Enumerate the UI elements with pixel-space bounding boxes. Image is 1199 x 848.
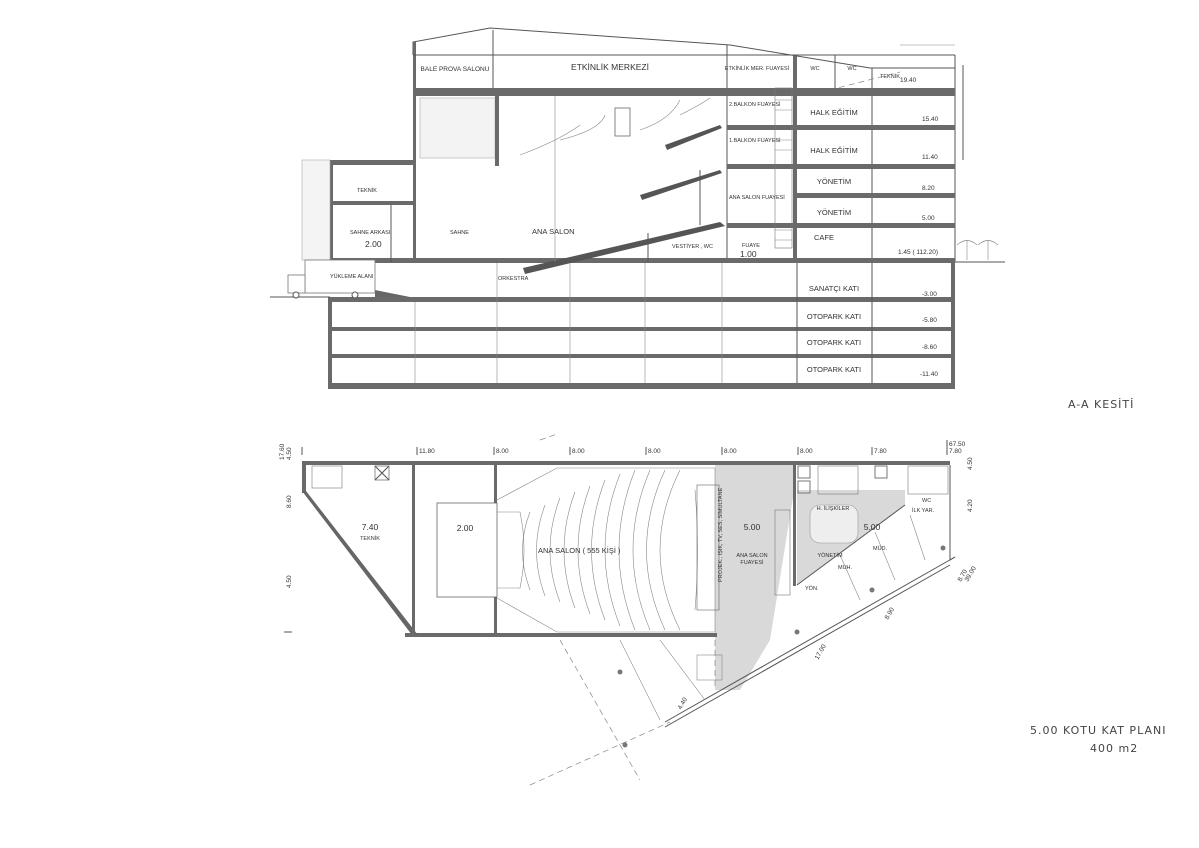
- dim-label: 67.50: [949, 441, 966, 448]
- room-label: SAHNE: [450, 230, 469, 236]
- floor-name: OTOPARK KATI: [807, 365, 861, 374]
- room-label: TEKNİK: [357, 187, 377, 194]
- room-label: TEKNİK: [880, 73, 900, 80]
- dim-label: 4.20: [967, 499, 974, 512]
- dim-label: 7.80: [874, 448, 887, 455]
- room-label: BALE PROVA SALONU: [421, 66, 490, 73]
- balcony-1: [640, 170, 722, 200]
- level-label: 7.40: [362, 522, 379, 532]
- stairs: [311, 465, 343, 489]
- room-label: ETKİNLİK MERKEZİ: [571, 62, 649, 72]
- level-label: 15.40: [922, 116, 939, 123]
- room-label: İLK YAR.: [912, 507, 935, 514]
- seating-rows: [496, 467, 720, 633]
- dim-label: 4.50: [286, 575, 293, 588]
- room-label: ORKESTRA: [498, 276, 529, 282]
- room-label: ANA SALON FUAYESİ: [729, 194, 785, 201]
- section-a-a: BALE PROVA SALONU ETKİNLİK MERKEZİ ETKİN…: [270, 27, 1005, 389]
- dim-label: 8.90: [884, 606, 897, 621]
- level-label: 5.00: [864, 522, 881, 532]
- level-label: 5.00: [744, 522, 761, 532]
- room-label: ETKİNLİK MER. FUAYESİ: [725, 65, 790, 72]
- stairs: [774, 87, 793, 249]
- level-label: -8.60: [922, 344, 937, 351]
- floor-plan: 11.80 8.00 8.00 8.00 8.00 8.00 7.80 67.5…: [279, 433, 978, 786]
- level-label: -11.40: [920, 371, 938, 378]
- level-label: -3.00: [922, 291, 937, 298]
- dim-label: 17.00: [814, 643, 828, 661]
- floor-name: YÖNETİM: [817, 177, 851, 186]
- floor-name: OTOPARK KATI: [807, 312, 861, 321]
- dim-label: 11.80: [419, 448, 435, 455]
- room-label: MÜD.: [873, 545, 888, 552]
- room-label: WC: [847, 66, 856, 72]
- level-label: 2.00: [365, 239, 382, 249]
- room-label: YÜKLEME ALANI: [330, 273, 374, 280]
- floor-name: OTOPARK KATI: [807, 338, 861, 347]
- dim-label: 8.00: [648, 448, 661, 455]
- room-label: YÖNETİM: [817, 552, 842, 559]
- room-label: H. İLİŞKİLER: [817, 505, 850, 512]
- level-label: 8.20: [922, 185, 935, 192]
- dim-label: 8.00: [800, 448, 813, 455]
- plan-title: 5.00 KOTU KAT PLANI: [1030, 724, 1167, 737]
- level-label: 11.40: [922, 154, 938, 161]
- room-label: PROJEK., IŞIK, TV, SES, SİMULTANE: [717, 487, 724, 582]
- room-label: YÖN.: [805, 585, 819, 592]
- room-label: FUAYESİ: [740, 559, 764, 566]
- dim-label: 7.80: [949, 448, 962, 455]
- balcony-2: [665, 125, 722, 150]
- roof-line: [412, 27, 955, 69]
- room-label: 1.BALKON FUAYESİ: [729, 137, 781, 144]
- section-title: A-A KESİTİ: [1068, 398, 1135, 411]
- dim-label: 4.50: [286, 447, 293, 460]
- cafe-umbrella-icon: [956, 240, 999, 260]
- meeting-table: [809, 504, 859, 544]
- room-label: ANA SALON ( 555 KİŞİ ): [538, 546, 621, 555]
- level-label: 2.00: [457, 523, 474, 533]
- column-markers: [617, 545, 946, 748]
- stage-tower-wall: [413, 42, 416, 262]
- dim-label: 17.60: [279, 443, 286, 460]
- dim-label: 8.60: [286, 495, 293, 508]
- dim-label: 8.00: [724, 448, 737, 455]
- exterior-stair: [301, 159, 331, 261]
- level-label: 19.40: [900, 77, 917, 84]
- stage: [436, 502, 498, 598]
- dim-label: 8.00: [572, 448, 585, 455]
- room-label: SAHNE ARKASI: [350, 230, 391, 236]
- room-label: WC: [922, 498, 931, 504]
- room-label: TEKNİK: [360, 535, 380, 542]
- plan-area: 400 m2: [1090, 742, 1139, 755]
- dim-label: 4.50: [967, 457, 974, 470]
- room-label: WC: [810, 66, 819, 72]
- floor-name: HALK EĞİTİM: [810, 146, 858, 155]
- fly-tower: [419, 97, 496, 159]
- truck-icon: [287, 259, 376, 299]
- floor-name: CAFE: [814, 233, 834, 242]
- room-label: VESTİYER , WC: [672, 243, 713, 250]
- room-label: FUAYE: [742, 243, 760, 249]
- room-label: MUH.: [838, 565, 853, 571]
- floor-name: SANATÇI KATI: [809, 284, 859, 293]
- dim-label: 39.00: [964, 565, 978, 583]
- level-label: 1.45 ( 112.20): [898, 249, 938, 256]
- dimension-labels: 11.80 8.00 8.00 8.00 8.00 8.00 7.80 67.5…: [279, 440, 978, 711]
- stairs: [774, 509, 791, 596]
- floor-name: YÖNETİM: [817, 208, 851, 217]
- room-label: ANA SALON: [736, 553, 767, 559]
- floor-labels: 19.40 HALK EĞİTİM 15.40 HALK EĞİTİM 11.4…: [807, 77, 939, 378]
- elevator-icon: [374, 465, 390, 481]
- room-label: 2.BALKON FUAYESİ: [729, 101, 781, 108]
- level-label: 5.00: [922, 215, 935, 222]
- level-label: 1.00: [740, 249, 757, 259]
- room-label: ANA SALON: [532, 227, 575, 236]
- foyer-area: [715, 463, 795, 690]
- dim-label: 8.00: [496, 448, 509, 455]
- level-label: -5.80: [922, 317, 937, 324]
- floor-name: HALK EĞİTİM: [810, 108, 858, 117]
- main-seating-rake: [523, 222, 725, 274]
